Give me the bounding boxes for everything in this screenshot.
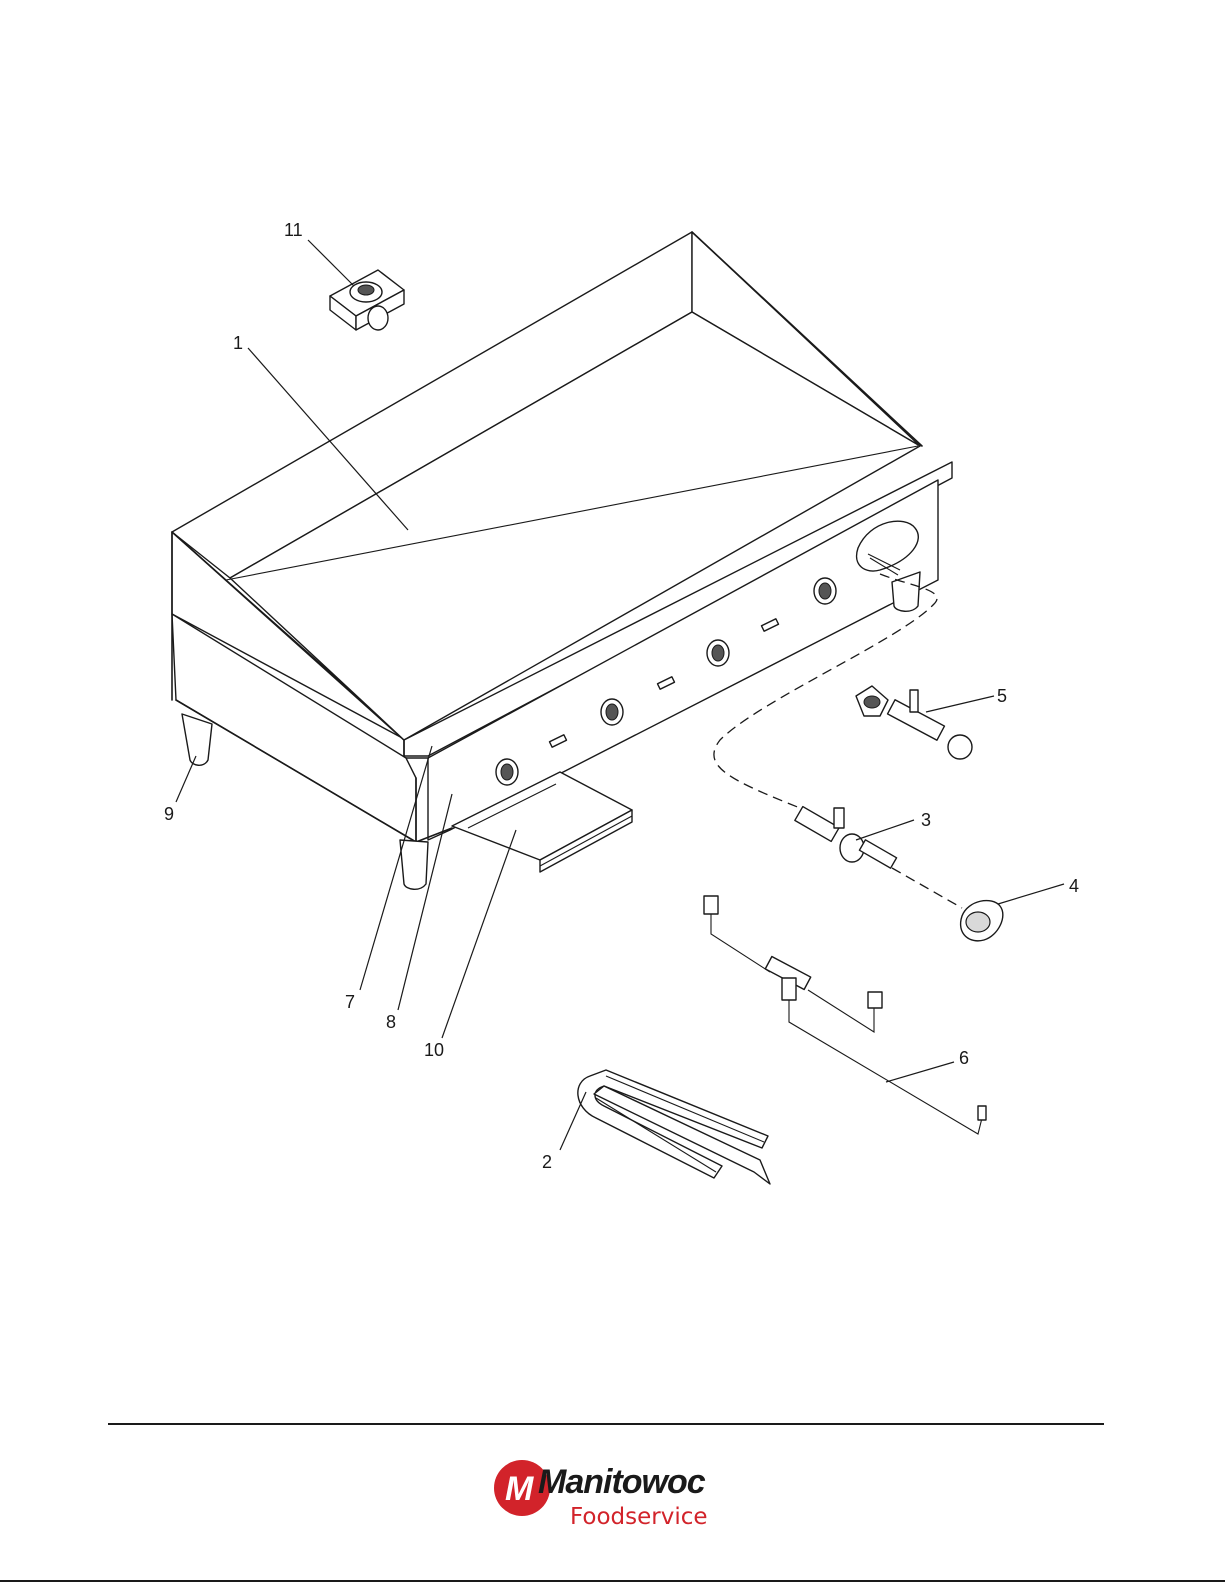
callout-5: 5	[997, 686, 1007, 706]
pilot-tubing	[704, 896, 986, 1134]
pressure-regulator	[330, 270, 404, 330]
manitowoc-logo: M Manitowoc Foodservice	[492, 1458, 722, 1568]
callout-1: 1	[233, 333, 243, 353]
svg-text:M: M	[505, 1470, 534, 1508]
valve-fitting	[856, 686, 972, 759]
callout-6: 6	[959, 1048, 969, 1068]
callout-9: 9	[164, 804, 174, 824]
logo-subtitle: Foodservice	[570, 1504, 708, 1530]
control-knob	[961, 901, 1003, 941]
bottom-rule	[0, 1580, 1225, 1582]
logo-wordmark: Manitowoc	[538, 1463, 705, 1502]
callout-10: 10	[424, 1040, 444, 1060]
callout-2: 2	[542, 1152, 552, 1172]
callout-7: 7	[345, 992, 355, 1012]
callout-4: 4	[1069, 876, 1079, 896]
callout-8: 8	[386, 1012, 396, 1032]
griddle-body	[172, 232, 952, 842]
callout-3: 3	[921, 810, 931, 830]
u-burner	[578, 1070, 770, 1184]
footer-rule	[108, 1423, 1104, 1425]
callout-11: 11	[284, 220, 303, 240]
assembly-path-knob	[892, 868, 962, 908]
burner-valve	[795, 807, 897, 869]
